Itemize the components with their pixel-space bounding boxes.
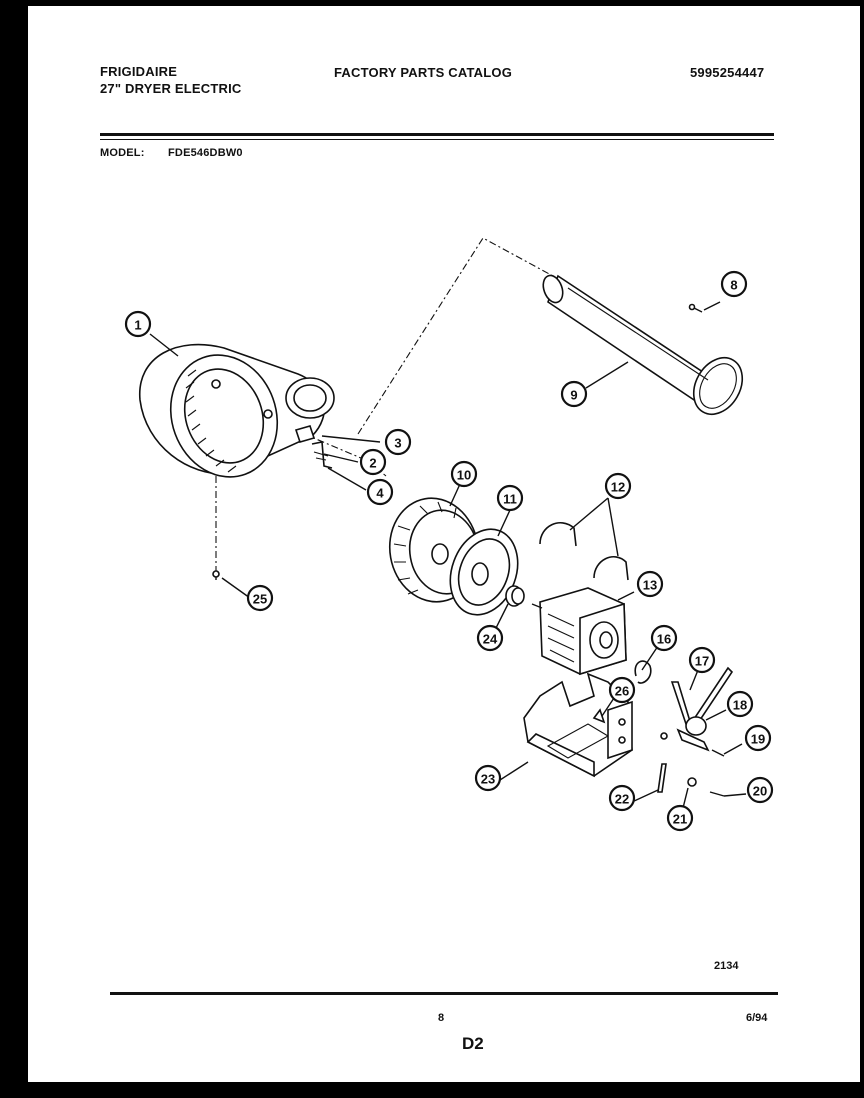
revision-date: 6/94 bbox=[746, 1012, 768, 1024]
catalog-number: 5995254447 bbox=[690, 65, 765, 80]
footer-rule bbox=[110, 992, 778, 995]
svg-text:24: 24 bbox=[483, 632, 498, 647]
svg-text:19: 19 bbox=[751, 732, 765, 747]
header-rule-top bbox=[100, 133, 774, 136]
catalog-sheet: FRIGIDAIRE 27" DRYER ELECTRIC FACTORY PA… bbox=[28, 6, 860, 1082]
callout-12: 12 bbox=[604, 472, 632, 500]
section-code: D2 bbox=[462, 1034, 484, 1053]
callout-20: 20 bbox=[746, 776, 774, 804]
callout-4: 4 bbox=[366, 478, 394, 506]
brand-name: FRIGIDAIRE bbox=[100, 64, 178, 79]
assembly-line-duct bbox=[357, 237, 554, 435]
callout-8: 8 bbox=[720, 270, 748, 298]
callout-17: 17 bbox=[688, 646, 716, 674]
model-number: FDE546DBW0 bbox=[168, 147, 243, 159]
callout-11: 11 bbox=[496, 484, 524, 512]
callout-23: 23 bbox=[474, 764, 502, 792]
svg-text:10: 10 bbox=[457, 468, 471, 483]
callout-18: 18 bbox=[726, 690, 754, 718]
svg-text:3: 3 bbox=[394, 436, 401, 451]
duct-screw bbox=[688, 303, 703, 313]
duct-clamp-hardware bbox=[294, 425, 333, 469]
svg-text:25: 25 bbox=[253, 592, 267, 607]
svg-text:18: 18 bbox=[733, 698, 747, 713]
svg-text:4: 4 bbox=[376, 486, 384, 501]
svg-text:22: 22 bbox=[615, 792, 629, 807]
exploded-parts-diagram: 1 2 3 4 8 9 10 11 12 13 16 17 18 19 20 2… bbox=[124, 237, 774, 832]
spring-clip bbox=[634, 660, 652, 684]
svg-text:20: 20 bbox=[753, 784, 767, 799]
exhaust-duct bbox=[542, 274, 744, 416]
callout-10: 10 bbox=[450, 460, 478, 488]
drawing-number: 2134 bbox=[714, 960, 739, 972]
callout-16: 16 bbox=[650, 624, 678, 652]
leader-lines bbox=[149, 301, 747, 821]
svg-text:17: 17 bbox=[695, 654, 709, 669]
svg-text:1: 1 bbox=[134, 318, 141, 333]
svg-text:2: 2 bbox=[369, 456, 376, 471]
motor-clips bbox=[539, 522, 629, 581]
bearing-plate bbox=[449, 528, 519, 616]
product-line: 27" DRYER ELECTRIC bbox=[100, 81, 242, 96]
housing-screw bbox=[212, 570, 220, 580]
svg-text:11: 11 bbox=[503, 492, 517, 507]
callout-24: 24 bbox=[476, 624, 504, 652]
header-rule-bottom bbox=[100, 139, 774, 140]
callout-1: 1 bbox=[124, 310, 152, 338]
page-number: 8 bbox=[438, 1012, 445, 1024]
svg-text:8: 8 bbox=[730, 278, 737, 293]
idler-arm-assembly bbox=[660, 666, 734, 752]
motor-mount-bracket bbox=[523, 672, 633, 778]
svg-text:13: 13 bbox=[643, 578, 657, 593]
drive-motor bbox=[531, 587, 627, 676]
catalog-title: FACTORY PARTS CATALOG bbox=[334, 65, 513, 80]
shaft-collar bbox=[505, 585, 525, 607]
svg-text:9: 9 bbox=[570, 388, 577, 403]
callout-19: 19 bbox=[744, 724, 772, 752]
model-label: MODEL: bbox=[100, 147, 145, 159]
svg-text:21: 21 bbox=[673, 812, 687, 827]
svg-text:23: 23 bbox=[481, 772, 495, 787]
svg-text:12: 12 bbox=[611, 480, 625, 495]
idler-hardware bbox=[657, 749, 725, 797]
callout-9: 9 bbox=[560, 380, 588, 408]
svg-text:26: 26 bbox=[615, 684, 629, 699]
callout-2: 2 bbox=[359, 448, 387, 476]
callout-13: 13 bbox=[636, 570, 664, 598]
callout-22: 22 bbox=[608, 784, 636, 812]
blower-housing bbox=[139, 343, 335, 478]
svg-text:16: 16 bbox=[657, 632, 671, 647]
callout-3: 3 bbox=[384, 428, 412, 456]
callout-25: 25 bbox=[246, 584, 274, 612]
callout-26: 26 bbox=[608, 676, 636, 704]
callout-21: 21 bbox=[666, 804, 694, 832]
